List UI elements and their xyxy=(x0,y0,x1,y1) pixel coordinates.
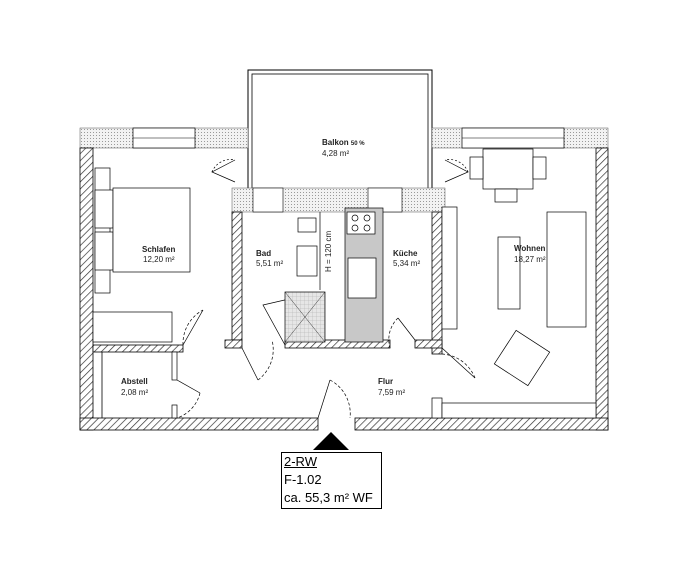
room-area: 12,20 m² xyxy=(143,255,175,264)
nightstand xyxy=(94,167,111,294)
toilet xyxy=(297,217,317,233)
balcony xyxy=(247,69,433,191)
room-area: 7,59 m² xyxy=(378,388,405,397)
armchair xyxy=(493,329,551,387)
bad-dimension: H = 120 cm xyxy=(324,231,333,272)
wardrobe xyxy=(92,311,173,343)
room-area: 5,34 m² xyxy=(393,259,420,268)
room-area: 18,27 m² xyxy=(514,255,546,264)
dining-table xyxy=(482,148,534,190)
room-area: 2,08 m² xyxy=(121,388,148,397)
room-name: Bad xyxy=(256,249,271,258)
room-area: 5,51 m² xyxy=(256,259,283,268)
furniture xyxy=(92,148,597,419)
room-bad: Bad 5,51 m² xyxy=(256,249,283,268)
room-flur: Flur 7,59 m² xyxy=(378,377,405,397)
room-kueche: Küche 5,34 m² xyxy=(393,249,420,268)
room-balkon: Balkon 50 % 4,28 m² xyxy=(322,138,365,158)
exterior-wall-top xyxy=(79,127,609,213)
room-abstell: Abstell 2,08 m² xyxy=(121,377,148,397)
unit-label: 2-RW F-1.02 ca. 55,3 m² WF xyxy=(281,452,382,509)
room-extra: 50 % xyxy=(351,141,365,147)
sink xyxy=(296,245,318,277)
walls xyxy=(79,147,609,431)
room-name: Balkon xyxy=(322,138,349,147)
room-wohnen: Wohnen 18,27 m² xyxy=(514,244,546,264)
sideboard xyxy=(441,402,597,419)
entrance-arrow-icon xyxy=(313,432,349,450)
unit-type: 2-RW xyxy=(284,454,317,469)
room-name: Schlafen xyxy=(142,245,175,254)
room-schlafen: Schlafen 12,20 m² xyxy=(142,245,175,264)
window-bad xyxy=(252,187,284,213)
room-name: Wohnen xyxy=(514,244,546,253)
sofa xyxy=(546,211,587,328)
room-name: Küche xyxy=(393,249,418,258)
kitchen-sink xyxy=(347,257,377,299)
unit-id: F-1.02 xyxy=(284,472,322,487)
coffee-table xyxy=(497,236,521,310)
cabinet xyxy=(441,206,458,330)
room-name: Abstell xyxy=(121,377,148,386)
room-name: Flur xyxy=(378,377,393,386)
unit-area: ca. 55,3 m² WF xyxy=(284,490,373,505)
bed xyxy=(112,187,191,273)
stove xyxy=(346,211,376,235)
doors xyxy=(176,159,476,419)
room-area: 4,28 m² xyxy=(322,149,349,158)
svg-text:Balkon 50 %: Balkon 50 % xyxy=(322,138,365,147)
